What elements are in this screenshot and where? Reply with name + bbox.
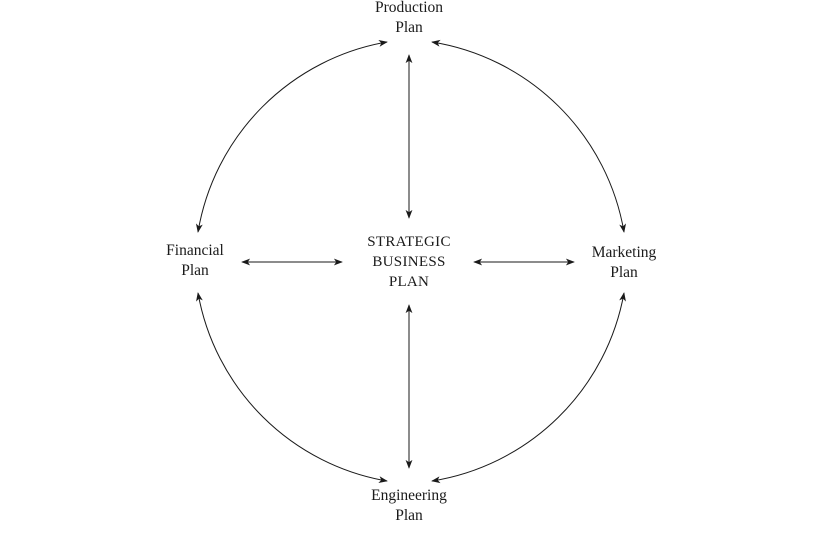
production-line-1: Production	[374, 0, 444, 16]
arc-financial-engineering	[196, 292, 388, 483]
arc-marketing-engineering	[431, 292, 626, 484]
center-node-strategic-business-plan: STRATEGIC BUSINESS PLAN	[344, 232, 474, 292]
marketing-line-2: Plan	[610, 264, 638, 281]
center-node-line-3: PLAN	[388, 274, 430, 290]
center-node-line-1: STRATEGIC	[367, 234, 451, 250]
node-marketing-plan: Marketing Plan	[574, 243, 674, 283]
node-production-plan: Production Plan	[349, 0, 469, 38]
financial-line-2: Plan	[181, 262, 209, 279]
marketing-line-1: Marketing	[591, 244, 657, 261]
engineering-line-1: Engineering	[371, 487, 447, 504]
production-line-2: Plan	[395, 19, 423, 36]
arc-production-marketing	[431, 39, 627, 233]
node-financial-plan: Financial Plan	[145, 241, 245, 281]
financial-line-1: Financial	[166, 242, 224, 259]
engineering-line-2: Plan	[395, 507, 423, 524]
node-engineering-plan: Engineering Plan	[349, 486, 469, 526]
arc-production-financial	[195, 40, 388, 233]
center-node-line-2: BUSINESS	[372, 254, 446, 270]
